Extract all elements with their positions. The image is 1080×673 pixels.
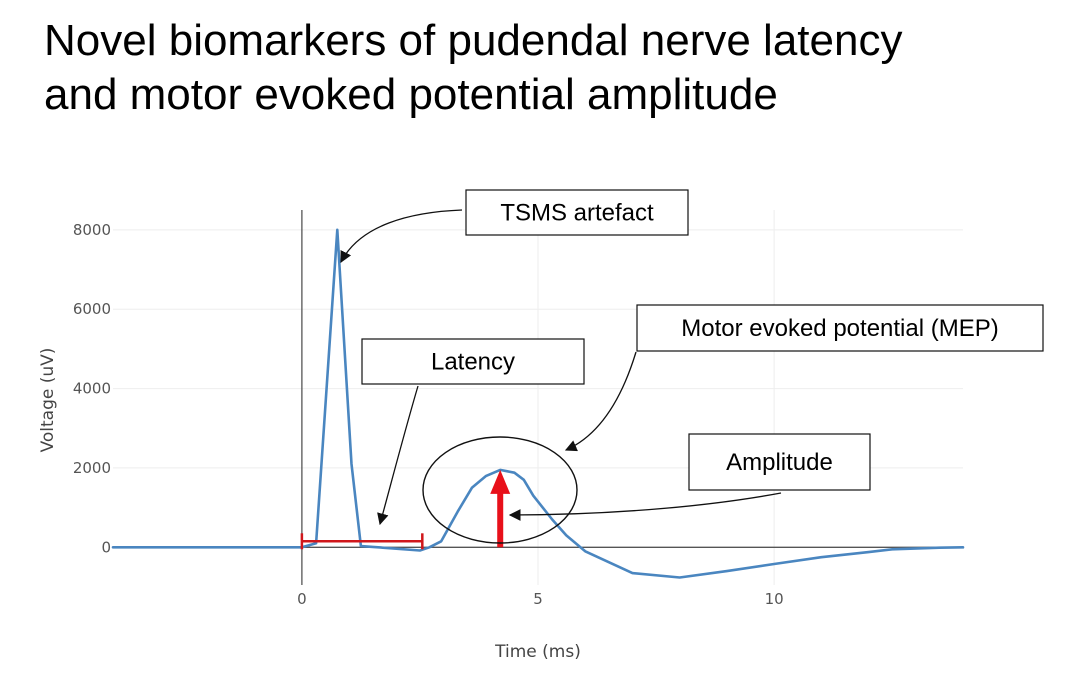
x-axis-label: Time (ms): [494, 642, 581, 662]
y-axis-label: Voltage (uV): [38, 348, 58, 453]
amplitude-callout-arrow: [508, 492, 782, 521]
amplitude-arrow-head: [490, 469, 511, 494]
y-tick-label: 6000: [73, 300, 111, 318]
y-tick-label: 0: [101, 538, 111, 556]
latency-box: [361, 338, 585, 385]
tsms-artefact-box: [465, 189, 689, 236]
y-tick-label: 4000: [73, 380, 111, 398]
slide-title-line-1: Novel biomarkers of pudendal nerve laten…: [44, 16, 903, 65]
slide-title: Novel biomarkers of pudendal nerve laten…: [44, 14, 1064, 122]
latency-callout-arrow: [377, 385, 419, 526]
y-tick-label: 2000: [73, 459, 111, 477]
mep-ellipse: [422, 436, 578, 544]
x-tick-label: 0: [297, 590, 307, 608]
x-tick-label: 5: [533, 590, 543, 608]
x-tick-label: 10: [765, 590, 784, 608]
mep-callout-arrow: [564, 351, 637, 452]
mep-box: [636, 304, 1044, 352]
slide-title-line-2: and motor evoked potential amplitude: [44, 70, 778, 119]
mep-trace-line: [111, 228, 965, 579]
latency-label: Latency: [431, 349, 515, 376]
y-tick-label: 8000: [73, 221, 111, 239]
amplitude-box: [688, 433, 871, 491]
amplitude-label: Amplitude: [726, 449, 833, 476]
mep-label: Motor evoked potential (MEP): [681, 315, 998, 342]
tsms-artefact-label: TSMS artefact: [500, 200, 654, 227]
tsms-callout-arrow: [340, 209, 463, 264]
